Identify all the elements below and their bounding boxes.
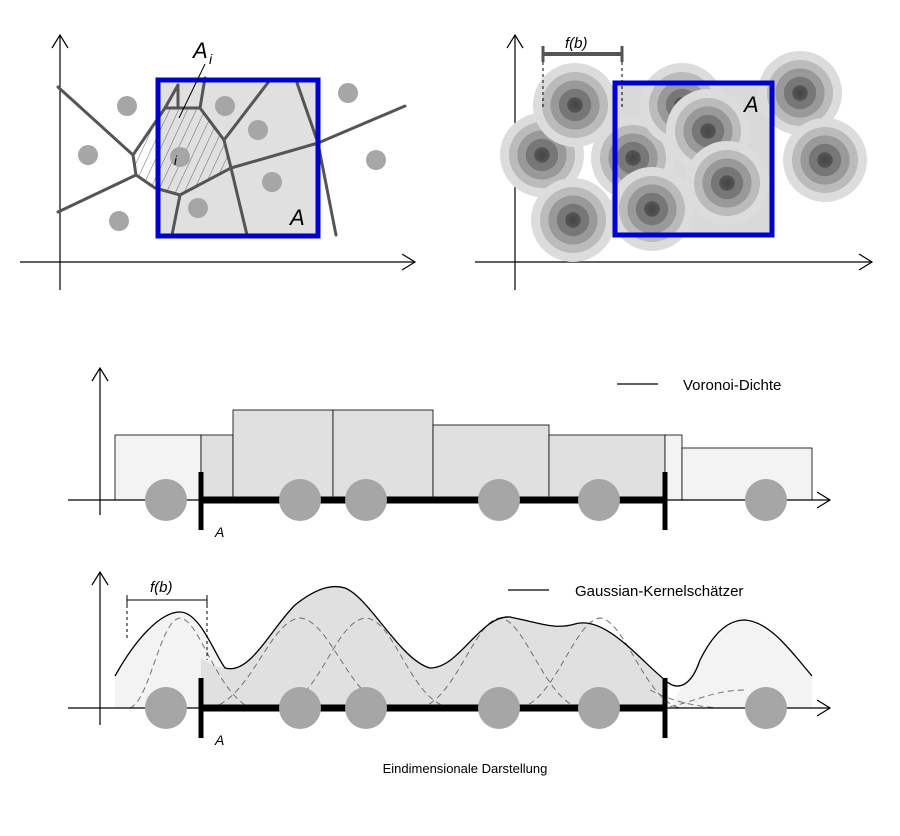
cell-label-main: A: [191, 38, 208, 63]
bandwidth-bracket: [541, 46, 624, 108]
points-1d: [145, 479, 787, 521]
panel-voronoi-2d: i A A i: [20, 33, 417, 290]
points-1d: [145, 687, 787, 729]
voronoi-edges: [56, 76, 407, 237]
area-label: A: [214, 732, 224, 748]
density-fill: [201, 586, 665, 708]
cell-label-pointer: [178, 63, 206, 119]
panel-kernel-2d: A f(b): [475, 33, 874, 290]
kernels-2d: [500, 51, 867, 262]
legend-text: Gaussian-Kernelschätzer: [575, 583, 743, 600]
caption: Eindimensionale Darstellung: [383, 761, 548, 776]
cell-label-sub: i: [209, 51, 213, 67]
legend-text: Voronoi-Dichte: [683, 377, 781, 394]
voronoi-steps: [114, 409, 813, 501]
area-label: A: [288, 205, 305, 230]
kernel-density-curve: [114, 585, 813, 687]
panel-voronoi-1d: A Voronoi-Dichte: [68, 366, 832, 540]
bandwidth-label: f(b): [150, 579, 173, 596]
area-frame: [155, 77, 321, 239]
points-2d: [78, 83, 386, 231]
area-frame: [612, 80, 775, 238]
area-label: A: [742, 92, 759, 117]
point-label-i: i: [174, 153, 178, 168]
area-label: A: [214, 524, 224, 540]
panel-kernel-1d: A f(b) Gaussian-Kernelschätzer: [68, 570, 832, 748]
bandwidth-bracket: [126, 595, 208, 660]
bandwidth-label: f(b): [565, 35, 588, 52]
